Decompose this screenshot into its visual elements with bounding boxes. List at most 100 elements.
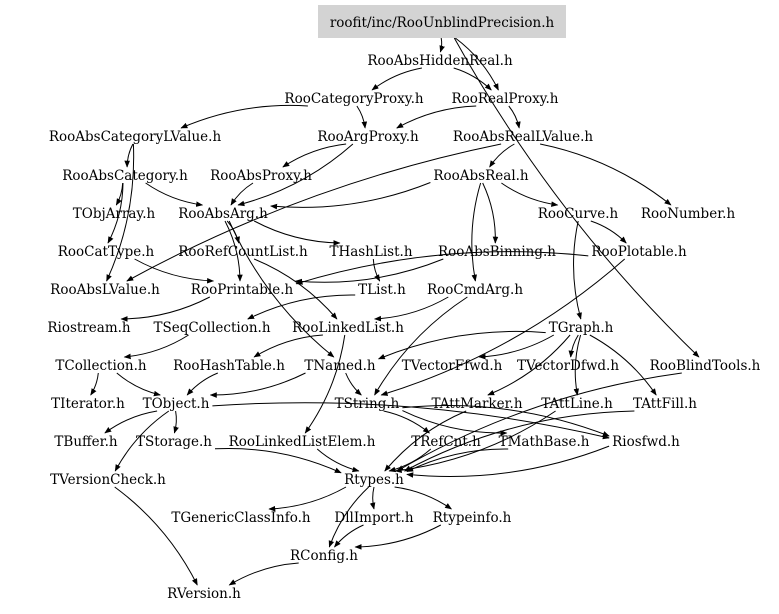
edge-tseq-collection-to-tcollection	[123, 334, 189, 360]
node-roo-linked-list-elem[interactable]: RooLinkedListElem.h	[229, 434, 376, 450]
edge-roo-plotable-to-tstring	[380, 258, 626, 396]
edge-roo-category-proxy-to-roo-arg-proxy	[356, 105, 368, 129]
node-tgraph[interactable]: TGraph.h	[549, 320, 614, 336]
node-roo-abs-real[interactable]: RooAbsReal.h	[433, 168, 529, 184]
edge-roo-printable-to-riostream	[120, 296, 211, 322]
node-tnamed[interactable]: TNamed.h	[304, 358, 376, 374]
node-roo-linked-list[interactable]: RooLinkedList.h	[292, 320, 404, 336]
node-thash-list[interactable]: THashList.h	[329, 244, 412, 260]
node-tatt-marker[interactable]: TAttMarker.h	[431, 396, 522, 412]
edge-roo-abs-real-to-roo-abs-binning	[482, 182, 499, 244]
node-roo-abs-proxy[interactable]: RooAbsProxy.h	[210, 168, 312, 184]
edge-tatt-fill-to-rtypes	[403, 410, 635, 472]
node-roo-curve[interactable]: RooCurve.h	[538, 206, 619, 222]
edge-tstring-to-riosfwd	[402, 405, 610, 437]
node-titerator[interactable]: TIterator.h	[51, 396, 125, 412]
edge-tstring-to-tmath-base	[402, 410, 508, 436]
edge-tlist-to-tseq-collection	[247, 294, 356, 320]
node-rconfig[interactable]: RConfig.h	[290, 548, 358, 564]
node-roo-cat-type[interactable]: RooCatType.h	[58, 244, 155, 260]
node-riostream[interactable]: Riostream.h	[47, 320, 131, 336]
edge-roo-linked-list-to-roo-linked-list-elem	[304, 334, 346, 434]
node-tatt-fill[interactable]: TAttFill.h	[633, 396, 697, 412]
node-tgeneric-class-info[interactable]: TGenericClassInfo.h	[171, 510, 311, 526]
node-roo-arg-proxy[interactable]: RooArgProxy.h	[317, 129, 419, 145]
edge-tgraph-to-tvector-ffwd	[478, 334, 555, 360]
node-tmath-base[interactable]: TMathBase.h	[499, 434, 590, 450]
root-node[interactable]: roofit/inc/RooUnblindPrecision.h	[318, 5, 566, 38]
edge-tgraph-to-tatt-marker	[487, 334, 571, 396]
edge-roo-curve-to-roo-plotable	[590, 220, 627, 244]
edge-roo-curve-to-tgraph	[573, 220, 582, 320]
edge-roo-cat-type-to-roo-printable	[134, 258, 215, 284]
edge-roo-cmd-arg-to-tstring	[374, 296, 468, 396]
node-tversion-check[interactable]: TVersionCheck.h	[50, 472, 166, 488]
node-tvector-dfwd[interactable]: TVectorDfwd.h	[517, 358, 619, 374]
node-tstorage[interactable]: TStorage.h	[136, 434, 212, 450]
node-dll-import[interactable]: DllImport.h	[334, 510, 414, 526]
node-roo-real-proxy[interactable]: RooRealProxy.h	[451, 91, 558, 107]
node-roo-abs-category-lvalue[interactable]: RooAbsCategoryLValue.h	[49, 129, 222, 145]
edge-roo-linked-list-to-roo-hash-table	[253, 334, 323, 358]
edge-tobject-to-tbuffer	[104, 410, 158, 434]
edge-tnamed-to-tobject	[209, 372, 306, 398]
node-tseq-collection[interactable]: TSeqCollection.h	[153, 320, 270, 336]
edge-roo-abs-real-lvalue-to-roo-abs-real	[489, 143, 515, 168]
node-tref-cnt[interactable]: TRefCnt.h	[411, 434, 481, 450]
node-roo-number[interactable]: RooNumber.h	[641, 206, 736, 222]
node-roo-abs-hidden-real[interactable]: RooAbsHiddenReal.h	[367, 53, 513, 69]
node-roo-abs-arg[interactable]: RooAbsArg.h	[178, 206, 268, 222]
edge-root-to-roo-abs-hidden-real	[439, 37, 445, 53]
edge-roo-abs-hidden-real-to-roo-category-proxy	[371, 67, 422, 91]
edge-roo-real-proxy-to-roo-arg-proxy	[396, 105, 477, 129]
edge-roo-arg-proxy-to-roo-abs-arg	[237, 143, 354, 207]
node-roo-hash-table[interactable]: RooHashTable.h	[173, 358, 285, 374]
edge-roo-blind-tools-to-rtypes	[396, 372, 682, 472]
edge-tstring-to-tref-cnt	[383, 410, 430, 434]
node-roo-abs-category[interactable]: RooAbsCategory.h	[62, 168, 188, 184]
edge-roo-hash-table-to-tobject	[186, 372, 218, 396]
node-roo-abs-lvalue[interactable]: RooAbsLValue.h	[50, 282, 160, 298]
node-tatt-line[interactable]: TAttLine.h	[541, 396, 613, 412]
node-roo-ref-count-list[interactable]: RooRefCountList.h	[178, 244, 308, 260]
dependency-edges	[90, 37, 700, 586]
node-roo-plotable[interactable]: RooPlotable.h	[591, 244, 687, 260]
edge-rtypeinfo-to-rconfig	[354, 524, 442, 550]
node-rtypeinfo[interactable]: Rtypeinfo.h	[433, 510, 512, 526]
node-tbuffer[interactable]: TBuffer.h	[54, 434, 117, 450]
edge-roo-abs-binning-to-roo-printable	[295, 258, 444, 285]
edge-roo-category-proxy-to-roo-abs-category-lvalue	[180, 104, 308, 129]
node-tcollection[interactable]: TCollection.h	[55, 358, 147, 374]
node-roo-blind-tools[interactable]: RooBlindTools.h	[650, 358, 761, 374]
edge-roo-arg-proxy-to-roo-abs-proxy	[282, 143, 347, 168]
node-roo-abs-real-lvalue[interactable]: RooAbsRealLValue.h	[453, 129, 593, 145]
node-tobj-array[interactable]: TObjArray.h	[73, 206, 156, 222]
node-tobject[interactable]: TObject.h	[143, 396, 210, 412]
node-roo-abs-binning[interactable]: RooAbsBinning.h	[438, 244, 556, 260]
edge-tcollection-to-tobject	[116, 372, 161, 397]
edge-tnamed-to-tstring	[345, 372, 362, 396]
edge-tgraph-to-tatt-fill	[589, 334, 657, 396]
edge-thash-list-to-tlist	[372, 258, 381, 282]
root-node-box	[318, 5, 566, 38]
node-rversion[interactable]: RVersion.h	[167, 586, 241, 602]
edge-rtypes-to-dll-import	[369, 486, 376, 510]
edge-rtypes-to-rtypeinfo	[394, 486, 452, 510]
node-tstring[interactable]: TString.h	[335, 396, 400, 412]
node-tvector-ffwd[interactable]: TVectorFfwd.h	[402, 358, 503, 374]
edge-roo-abs-arg-to-tnamed	[228, 220, 335, 358]
node-roo-cmd-arg[interactable]: RooCmdArg.h	[427, 282, 523, 298]
edge-roo-abs-real-to-roo-curve	[501, 182, 559, 207]
edge-tgraph-to-tvector-dfwd	[568, 334, 579, 358]
edge-tcollection-to-titerator	[90, 372, 99, 396]
edge-roo-cmd-arg-to-roo-linked-list	[374, 296, 449, 322]
node-rtypes[interactable]: Rtypes.h	[344, 472, 404, 488]
node-roo-category-proxy[interactable]: RooCategoryProxy.h	[284, 91, 423, 107]
node-riosfwd[interactable]: Riosfwd.h	[612, 434, 680, 450]
edge-root-to-roo-blind-tools	[453, 37, 700, 358]
node-roo-printable[interactable]: RooPrintable.h	[191, 282, 294, 298]
node-tlist[interactable]: TList.h	[358, 282, 406, 298]
edge-roo-plotable-to-roo-printable	[295, 251, 589, 285]
